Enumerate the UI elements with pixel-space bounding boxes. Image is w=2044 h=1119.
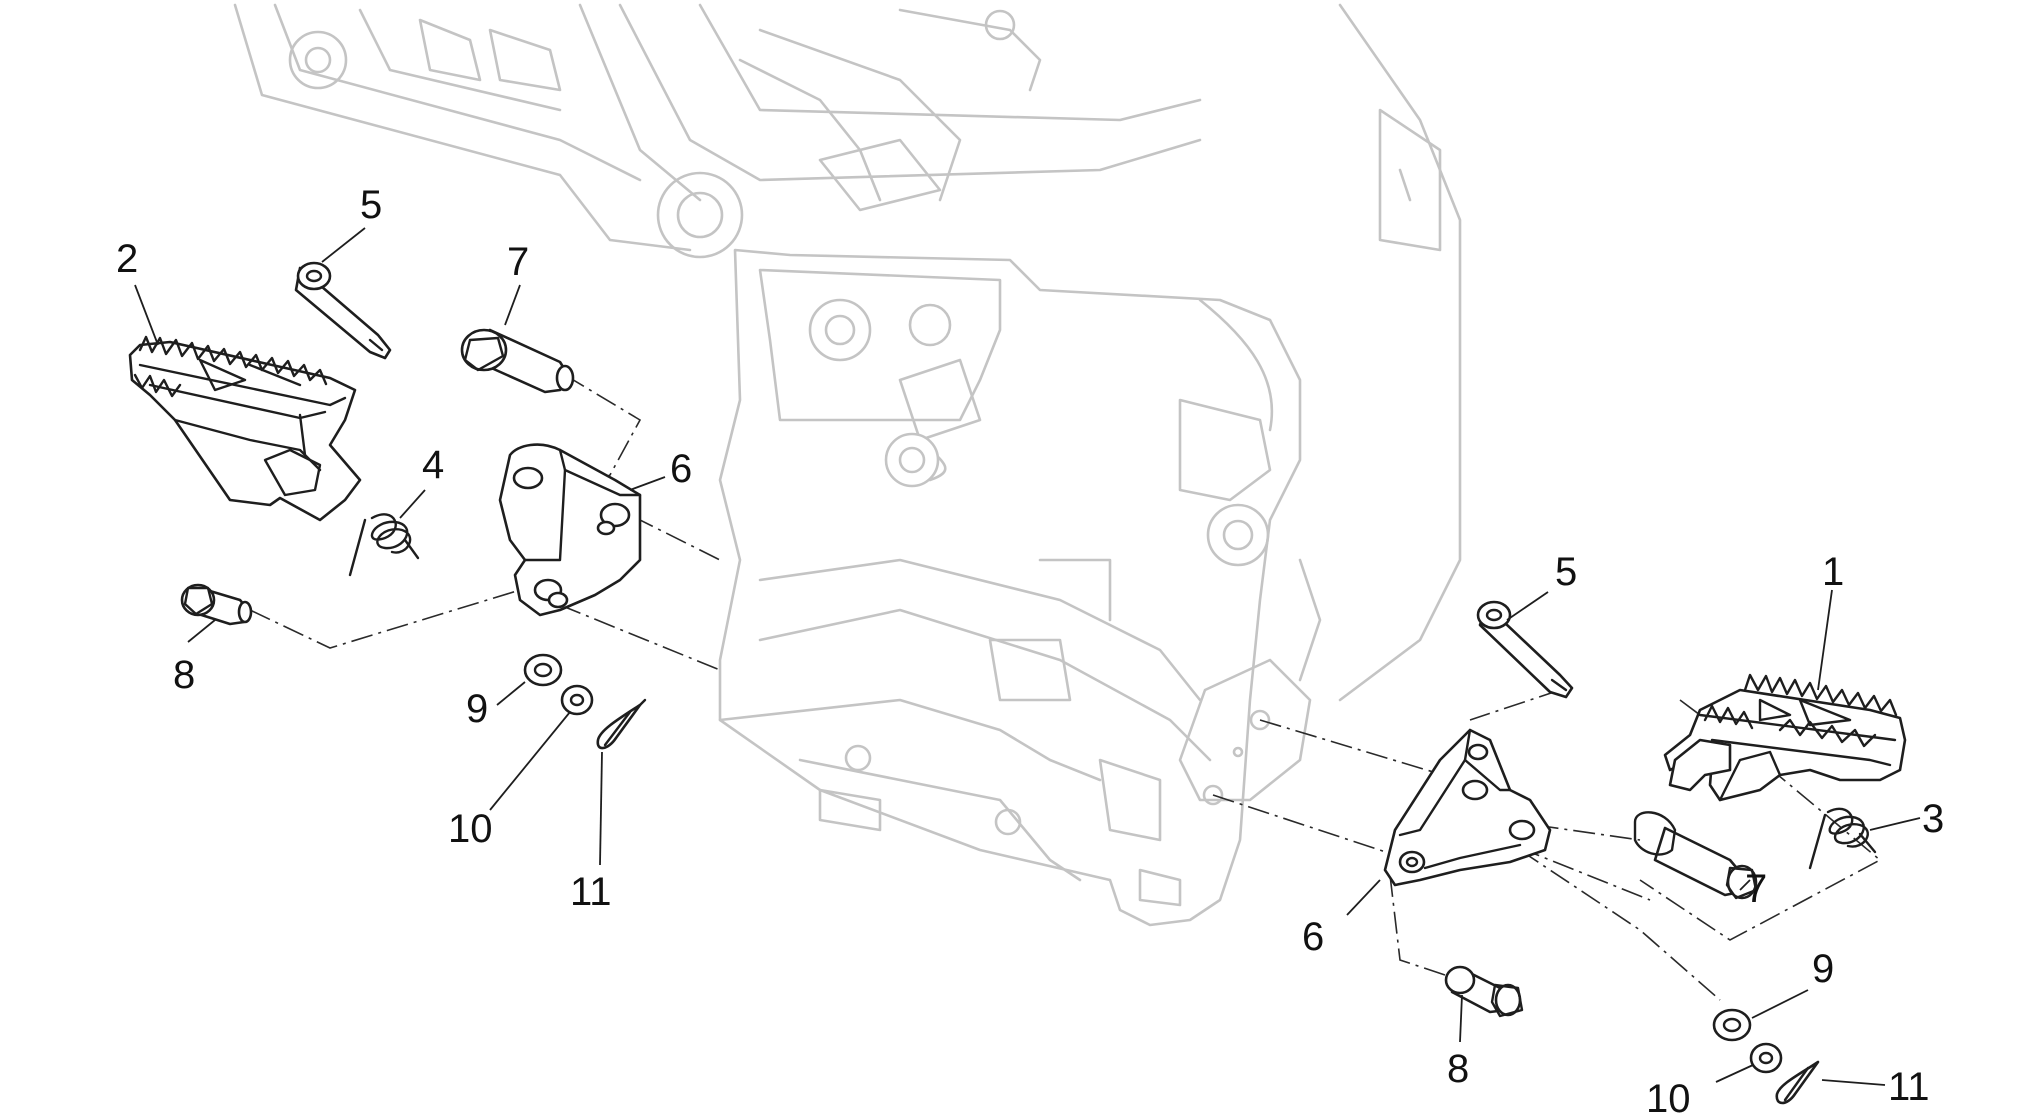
motorcycle-frame [233,3,1462,927]
right-pivot-pin [1476,600,1574,699]
left-bracket-bolt [460,328,575,394]
callout-labels: 2 5 7 4 6 8 9 10 11 5 1 3 7 6 8 9 10 11 [116,183,1944,1119]
left-small-bolt [180,583,253,626]
right-return-spring [1808,807,1877,870]
callout-right-7: 7 [1745,867,1767,911]
callout-left-9: 9 [466,687,488,731]
left-footpeg-bracket [498,443,642,617]
callout-left-2: 2 [116,237,138,281]
callout-leaders [134,227,1921,1086]
left-washers [523,653,594,716]
callout-right-6: 6 [1302,915,1324,959]
left-cotter-pin [596,698,647,750]
callout-right-11: 11 [1888,1065,1930,1109]
right-cotter-pin [1775,1060,1820,1105]
left-footpeg [128,335,362,522]
callout-left-7: 7 [507,240,529,284]
right-washers [1712,1008,1783,1074]
callout-right-1: 1 [1822,550,1844,594]
right-small-bolt [1444,965,1524,1018]
callout-left-11: 11 [570,870,612,914]
left-pivot-pin [294,261,392,360]
callout-left-10: 10 [448,807,493,851]
callout-left-4: 4 [422,443,444,487]
callout-right-3: 3 [1922,797,1944,841]
callout-right-10: 10 [1646,1077,1691,1119]
left-return-spring [348,513,420,577]
callout-left-5: 5 [360,183,382,227]
right-bracket-bolt [1633,811,1758,900]
callout-right-8: 8 [1447,1047,1469,1091]
callout-left-6: 6 [670,447,692,491]
assembly-lines [249,374,1882,1001]
right-footpeg [1663,673,1907,802]
callout-right-5: 5 [1555,550,1577,594]
right-footpeg-bracket [1383,728,1552,887]
callout-right-9: 9 [1812,947,1834,991]
callout-left-8: 8 [173,653,195,697]
